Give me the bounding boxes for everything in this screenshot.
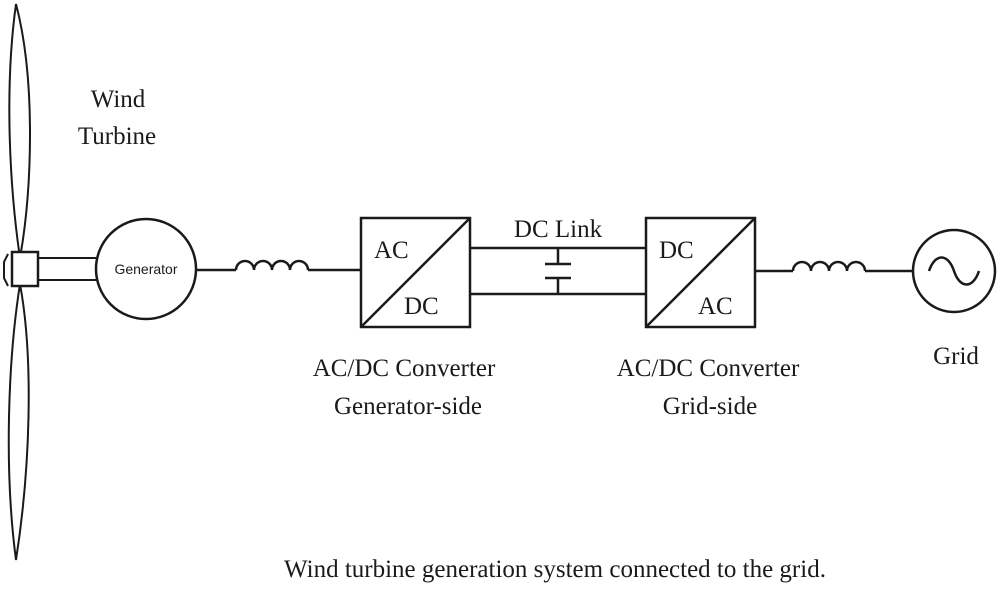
inductor-icon [791,260,867,272]
inductor-icon [234,259,310,271]
converter-grid-side [644,216,757,329]
figure-caption: Wind turbine generation system connected… [284,556,826,583]
generator-label: Generator [114,261,177,277]
ac-source-icon [911,228,997,314]
turbine-label-line1: Wind [91,86,146,113]
converter-gen-caption-line1: AC/DC Converter [313,355,496,382]
turbine-label-line2: Turbine [78,123,156,150]
grid-label: Grid [933,343,979,370]
converter-gen-input-label: AC [374,237,409,264]
capacitor-icon [545,248,571,294]
converter-gen-output-label: DC [404,293,439,320]
turbine-shaft [38,257,98,281]
converter-gen-caption-line2: Generator-side [334,393,482,420]
converter-generator-side [359,216,472,329]
dc-link-label: DC Link [514,216,603,243]
converter-grid-output-label: AC [698,293,733,320]
converter-grid-caption-line1: AC/DC Converter [617,355,800,382]
converter-grid-input-label: DC [659,237,694,264]
turbine-hub [10,250,40,288]
converter-grid-caption-line2: Grid-side [663,393,757,420]
